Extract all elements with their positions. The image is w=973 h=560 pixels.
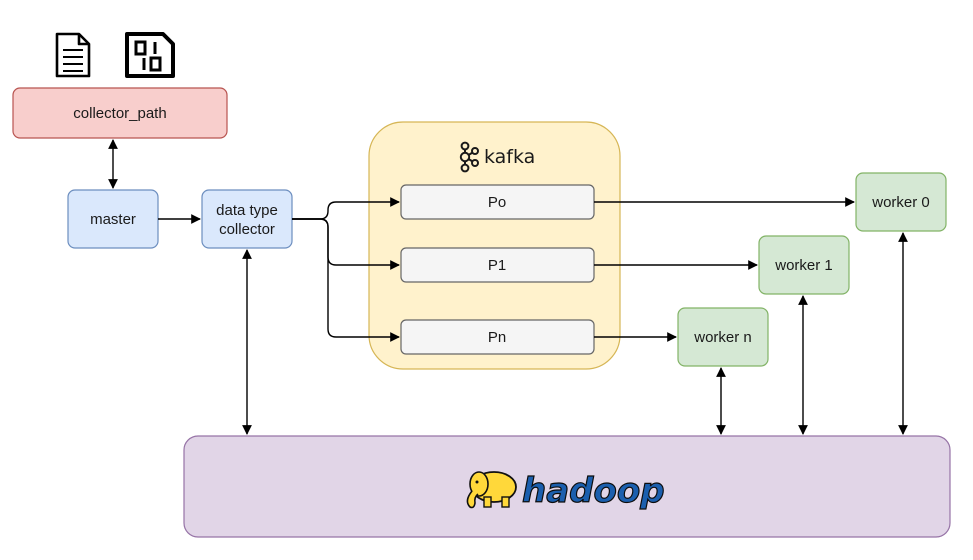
kafka-group: kafka — [368, 121, 621, 370]
worker-0-node: worker 0 — [855, 172, 947, 232]
data-type-collector-node: data type collector — [201, 189, 293, 249]
collector-path-node: collector_path — [12, 87, 228, 139]
worker-1-box — [758, 235, 850, 295]
partition-p1-label: P1 — [488, 257, 506, 274]
worker-n-label: worker n — [693, 329, 752, 346]
worker-n-node: worker n — [677, 307, 769, 367]
partition-pn-label: Pn — [488, 329, 506, 346]
worker-1-label: worker 1 — [774, 257, 833, 274]
document-icon — [55, 32, 91, 78]
edge-collector-po — [292, 197, 400, 220]
hadoop-elephant-icon — [466, 471, 517, 509]
worker-0-box — [855, 172, 947, 232]
worker-n-box — [677, 307, 769, 367]
kafka-group-box — [368, 121, 621, 370]
kafka-label: kafka — [484, 146, 535, 168]
binary-file-icon — [125, 32, 175, 78]
edge-collector-pn — [292, 218, 400, 342]
master-node: master — [67, 189, 159, 249]
partition-p1: P1 — [400, 247, 595, 283]
worker-1-node: worker 1 — [758, 235, 850, 295]
data-type-collector-label-line2: collector — [219, 221, 275, 238]
hadoop-box — [183, 435, 951, 538]
connectors — [108, 139, 908, 435]
kafka-logo-icon — [459, 141, 479, 173]
master-label: master — [90, 211, 136, 228]
hadoop-label: hadoop — [522, 471, 665, 511]
worker-0-label: worker 0 — [871, 194, 930, 211]
collector-path-label: collector_path — [73, 105, 166, 122]
data-type-collector-label-line1: data type — [216, 202, 278, 219]
collector-path-box — [12, 87, 228, 139]
data-type-collector-box — [201, 189, 293, 249]
partition-pn: Pn — [400, 319, 595, 355]
partition-po: Po — [400, 184, 595, 220]
hadoop-node: hadoop — [183, 435, 951, 538]
partition-po-label: Po — [488, 194, 506, 211]
